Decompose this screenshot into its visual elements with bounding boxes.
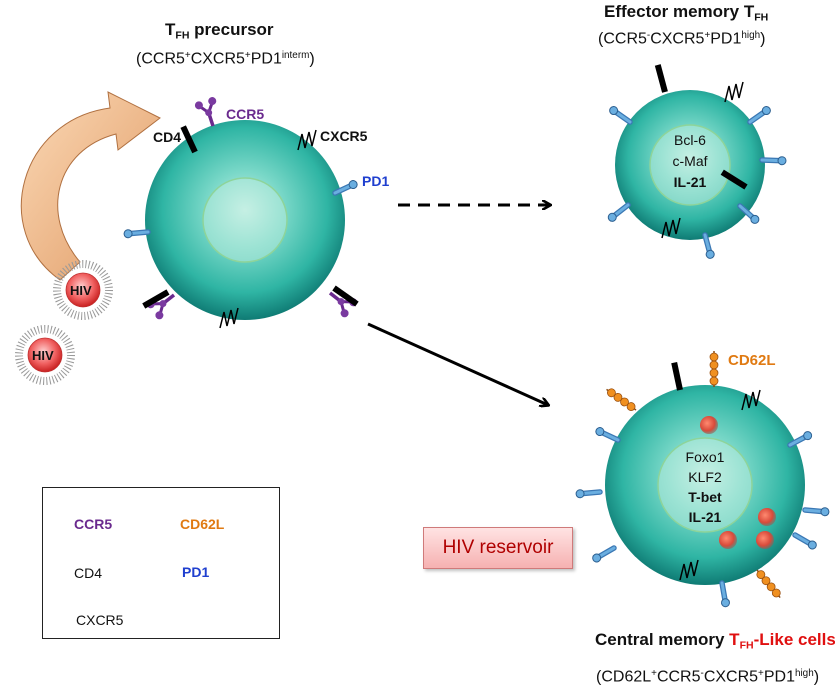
solid-arrow bbox=[367, 322, 548, 405]
precursor-cxcr5-label: CXCR5 bbox=[320, 128, 368, 144]
effector-gene-2: c-Maf bbox=[672, 153, 708, 169]
central-nucleus-text: Foxo1 KLF2 T-bet IL-21 bbox=[665, 447, 745, 527]
central-phenotype: (CD62L+CCR5-CXCR5+PD1high) bbox=[596, 668, 820, 686]
legend-cd4-label: CD4 bbox=[74, 565, 103, 581]
hiv-virion-2 bbox=[19, 329, 71, 381]
central-gene-1: Foxo1 bbox=[685, 449, 725, 465]
precursor-cd4-label: CD4 bbox=[153, 129, 182, 145]
central-gene-2: KLF2 bbox=[688, 469, 722, 485]
legend-cd62l-label: CD62L bbox=[180, 516, 225, 532]
central-gene-3: T-bet bbox=[688, 489, 722, 505]
legend-cxcr5-label: CXCR5 bbox=[76, 612, 124, 628]
central-title: Central memory TFH-Like cells bbox=[595, 630, 835, 652]
effector-nucleus-text: Bcl-6 c-Maf IL-21 bbox=[650, 130, 730, 193]
legend-ccr5-label: CCR5 bbox=[74, 516, 113, 532]
effector-gene-3: IL-21 bbox=[673, 174, 707, 190]
legend-pd1-label: PD1 bbox=[182, 564, 210, 580]
effector-memory-cell bbox=[607, 64, 786, 259]
precursor-pd1-label: PD1 bbox=[362, 173, 390, 189]
effector-phenotype: (CCR5-CXCR5+PD1high) bbox=[598, 30, 766, 48]
hiv-virion-1 bbox=[57, 264, 109, 316]
central-cd62l-label: CD62L bbox=[728, 352, 776, 369]
central-gene-4: IL-21 bbox=[688, 509, 722, 525]
infection-arrow bbox=[20, 91, 161, 281]
precursor-ccr5-label: CCR5 bbox=[226, 106, 265, 122]
precursor-cell bbox=[124, 94, 359, 329]
legend bbox=[42, 487, 280, 639]
effector-gene-1: Bcl-6 bbox=[674, 132, 706, 148]
precursor-title: TFH precursor bbox=[165, 20, 274, 42]
central-memory-cell bbox=[576, 350, 830, 607]
hiv-virion-1-label: HIV bbox=[70, 283, 92, 298]
precursor-phenotype: (CCR5+CXCR5+PD1interm) bbox=[136, 50, 315, 68]
effector-title: Effector memory TFH bbox=[604, 2, 769, 24]
hiv-reservoir-box: HIV reservoir bbox=[423, 527, 573, 569]
hiv-virion-2-label: HIV bbox=[32, 348, 54, 363]
